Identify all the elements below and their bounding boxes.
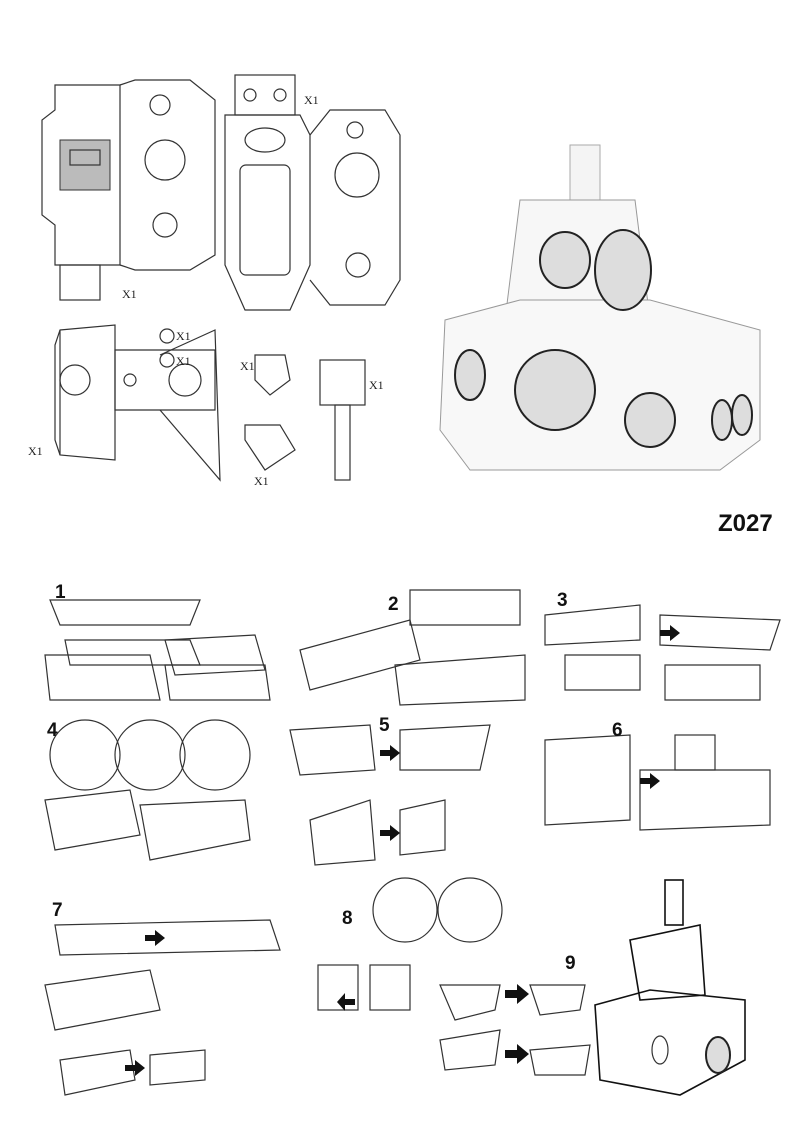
step-illustrations: [44, 589, 781, 1096]
step-number: 3: [557, 590, 568, 611]
quantity-label: X1: [176, 354, 191, 368]
assembled-submarine-photo: [439, 144, 761, 471]
quantity-label: X1: [122, 287, 137, 301]
step-number: 2: [388, 594, 399, 615]
die-cut-fins-and-periscope: [244, 354, 366, 481]
step-number: 6: [612, 720, 623, 741]
quantity-label: X1: [28, 444, 43, 458]
die-cut-panel-tower: [54, 324, 221, 482]
quantity-label: X1: [254, 474, 269, 488]
step-number: 1: [55, 582, 66, 603]
die-cut-panel-body-right: [224, 74, 401, 311]
die-cut-panel-body-left: [41, 79, 216, 301]
step-number: 8: [342, 908, 353, 929]
product-code: Z027: [718, 510, 773, 537]
quantity-label: X1: [176, 329, 191, 343]
quantity-label: X1: [240, 359, 255, 373]
step-number: 5: [379, 715, 390, 736]
step-number: 9: [565, 953, 576, 974]
step-number: 4: [47, 720, 58, 741]
quantity-label: X1: [304, 93, 319, 107]
quantity-label: X1: [369, 378, 384, 392]
step-number: 7: [52, 900, 63, 921]
